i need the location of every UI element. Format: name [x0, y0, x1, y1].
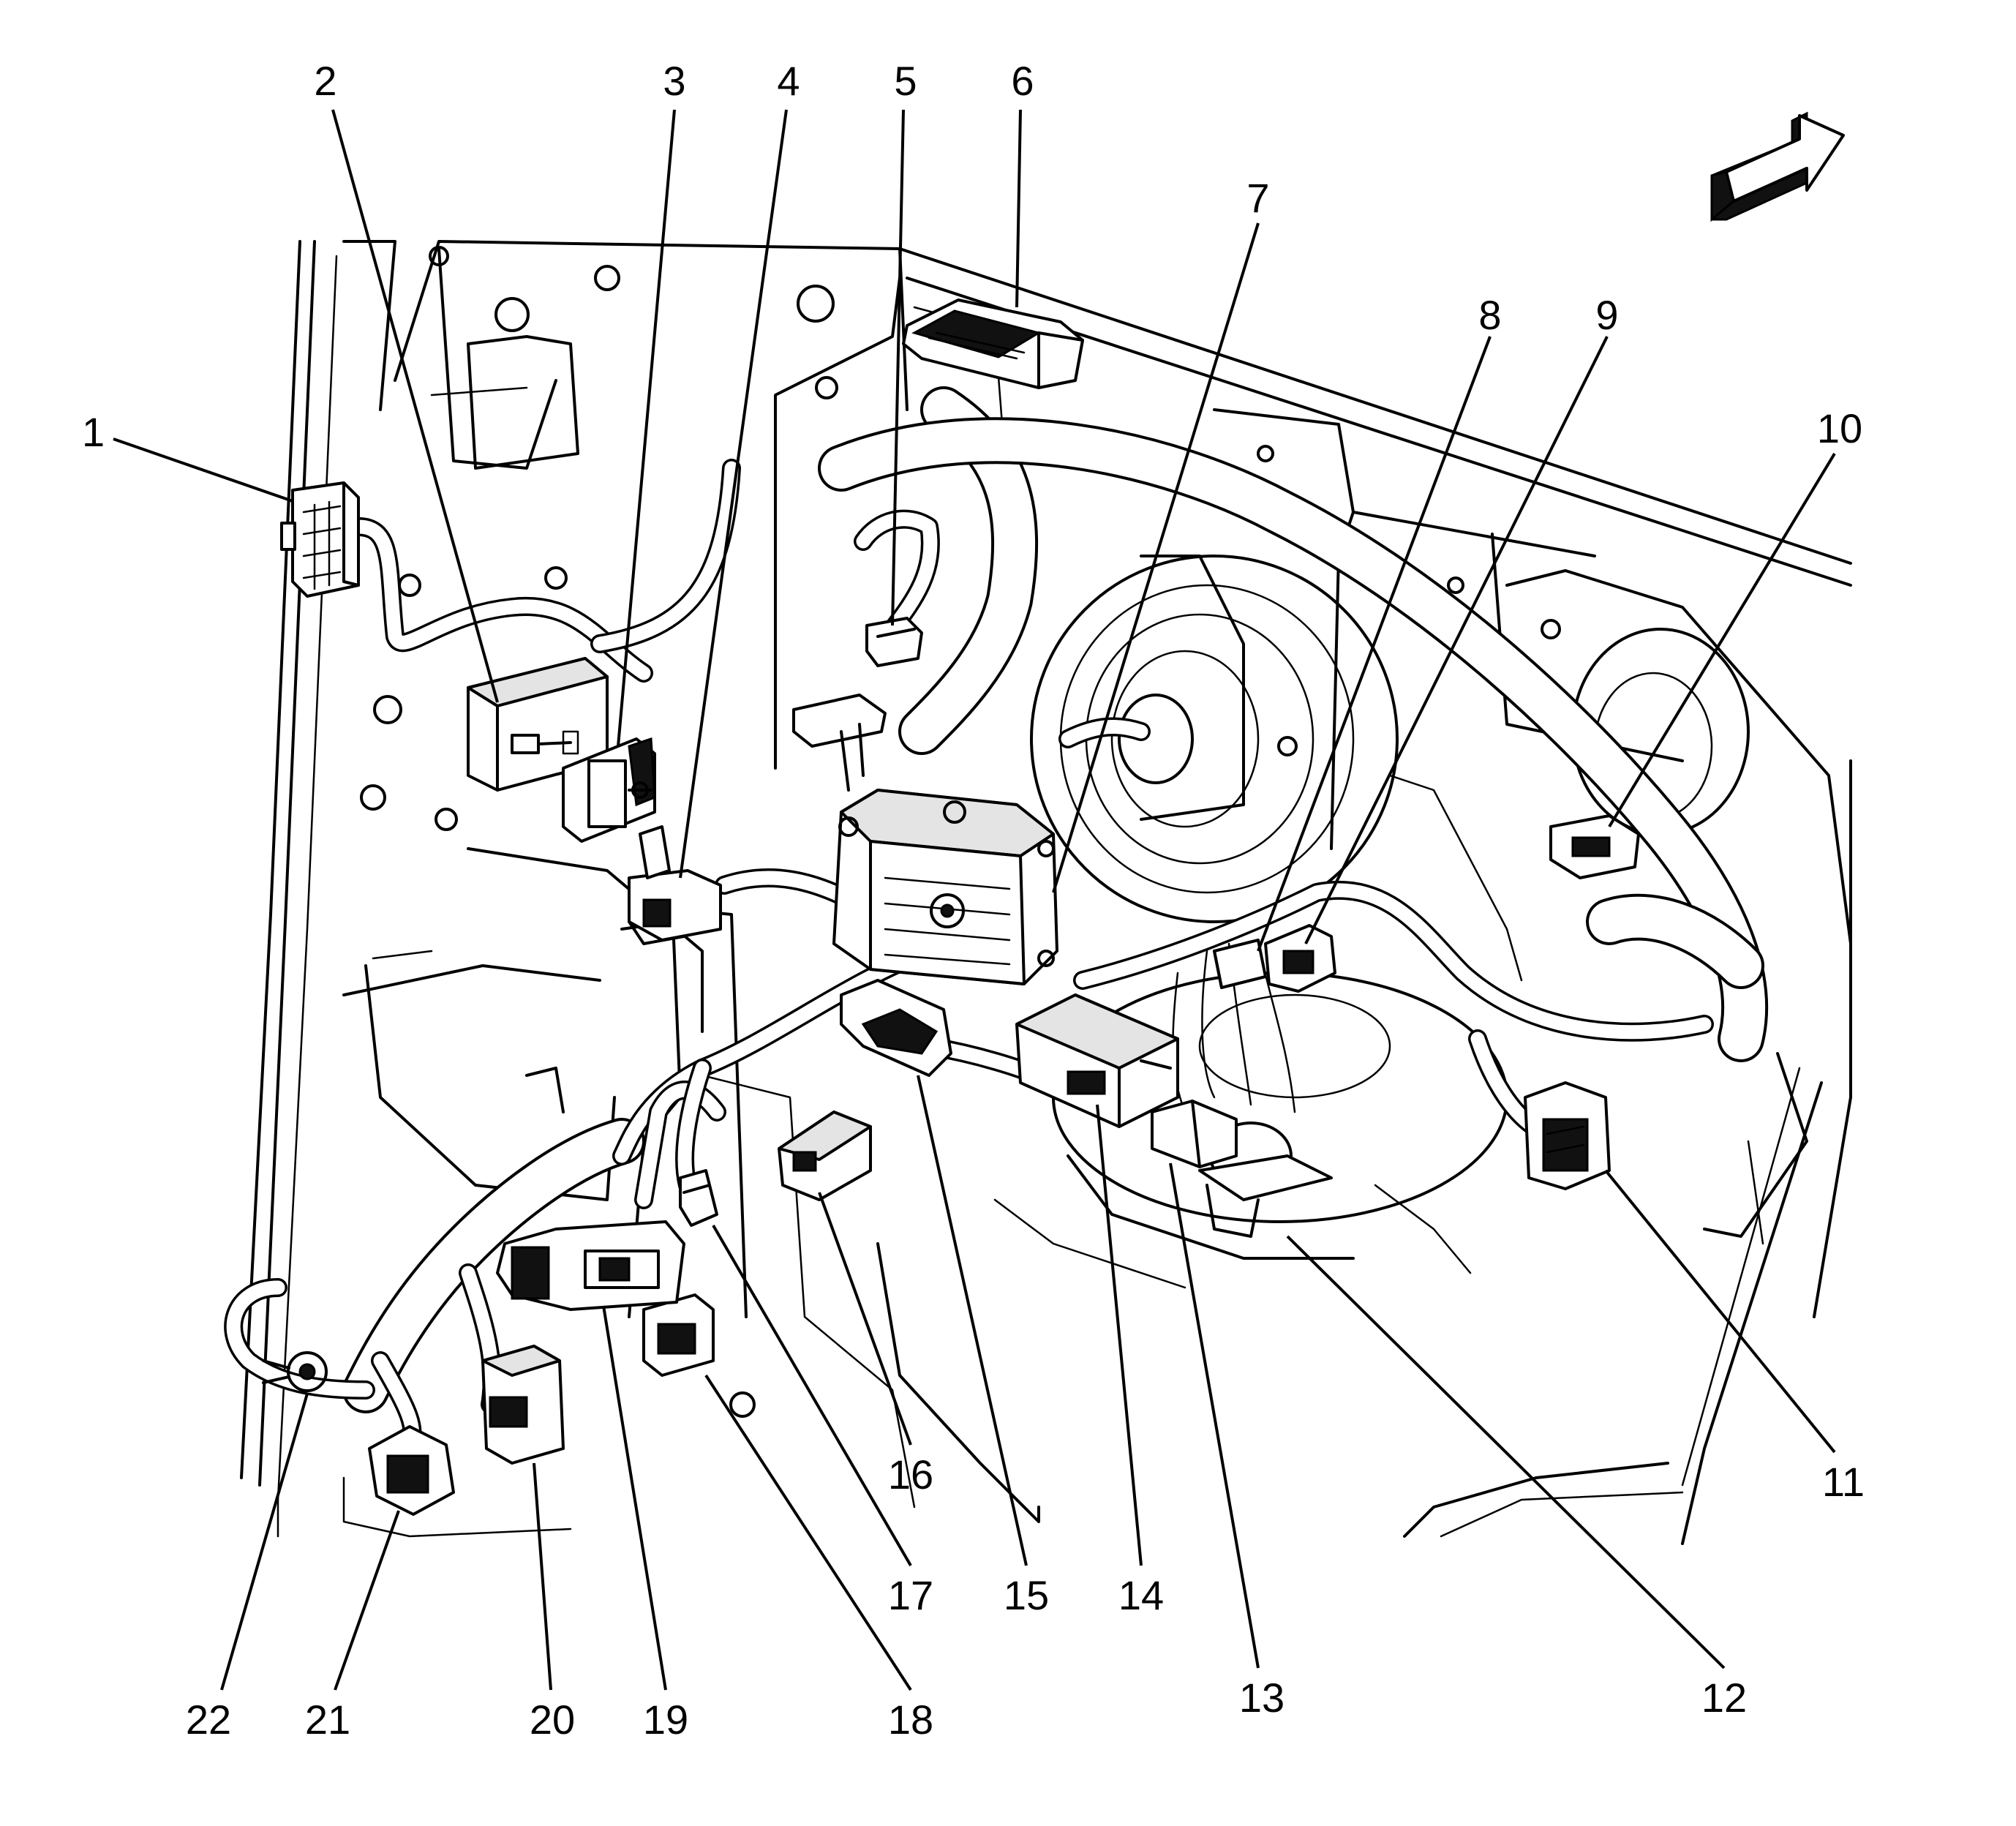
callout-21: 21 — [305, 1697, 350, 1743]
callout-16: 16 — [888, 1451, 933, 1498]
callout-15: 15 — [1004, 1572, 1049, 1618]
component-7-control-module — [832, 789, 1058, 985]
component-3-relay — [562, 737, 656, 843]
callout-1: 1 — [82, 409, 105, 455]
component-1-connector — [280, 481, 360, 598]
leader-lines — [113, 109, 1836, 1691]
callout-17: 17 — [888, 1572, 933, 1618]
component-11-connector — [1524, 1081, 1611, 1190]
component-15-connector — [840, 979, 952, 1077]
firewall-opening-rings — [1030, 555, 1750, 1223]
callout-14: 14 — [1118, 1572, 1164, 1618]
callout-19: 19 — [643, 1697, 688, 1743]
callout-22: 22 — [186, 1697, 231, 1743]
component-5-connector — [865, 617, 923, 667]
callout-12: 12 — [1701, 1675, 1747, 1721]
component-22-ground-eyelet — [262, 1351, 328, 1392]
component-16-connector — [778, 1111, 872, 1201]
callout-4: 4 — [777, 58, 800, 104]
callout-9: 9 — [1595, 292, 1618, 338]
body-structure — [240, 240, 1852, 1545]
callout-20: 20 — [530, 1697, 575, 1743]
callout-7: 7 — [1246, 175, 1269, 221]
callout-2: 2 — [314, 58, 336, 104]
callout-10: 10 — [1817, 405, 1862, 451]
component-17-connector — [679, 1169, 718, 1227]
callout-labels: 1 2 3 4 5 6 7 8 9 10 11 12 13 14 15 16 1… — [82, 58, 1865, 1743]
callout-11: 11 — [1822, 1459, 1865, 1505]
component-14-relay — [1015, 993, 1179, 1128]
callout-6: 6 — [1011, 58, 1034, 104]
component-6-connector — [902, 298, 1084, 389]
component-19-connector — [496, 1220, 685, 1311]
component-13-connector — [1151, 1100, 1238, 1168]
callout-18: 18 — [888, 1697, 933, 1743]
callout-3: 3 — [663, 58, 685, 104]
callout-8: 8 — [1478, 292, 1501, 338]
component-21-connector — [368, 1425, 455, 1516]
component-10-connector — [1549, 814, 1640, 879]
component-18-connector — [642, 1293, 715, 1377]
mounting-bracket — [792, 694, 887, 792]
component-9-connector — [1264, 924, 1336, 993]
component-20-relay — [481, 1345, 565, 1465]
component-8-connector — [1213, 939, 1267, 989]
callout-13: 13 — [1239, 1675, 1285, 1721]
forward-arrow-icon — [1710, 111, 1845, 222]
callout-5: 5 — [894, 58, 917, 104]
component-4-connector — [628, 825, 722, 945]
